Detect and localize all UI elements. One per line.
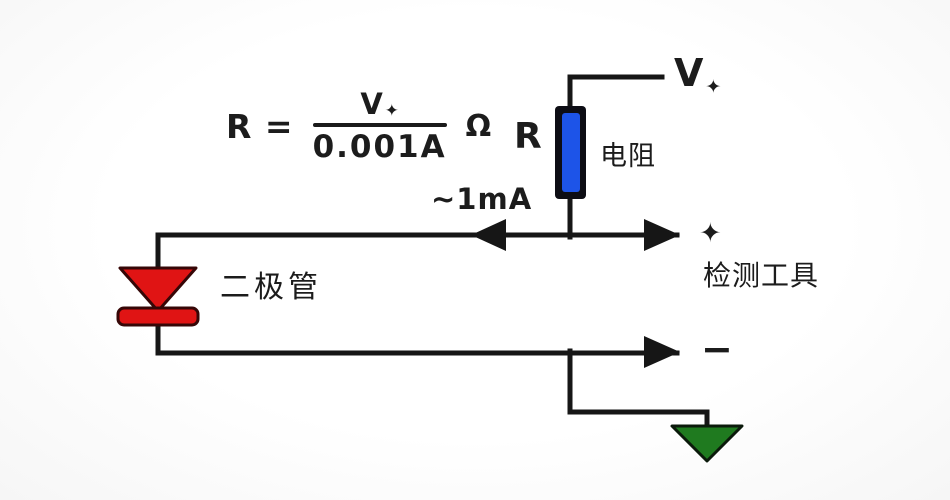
resistor-body-icon xyxy=(562,113,580,192)
formula-lhs: R = xyxy=(226,107,294,146)
ground-branch-wire xyxy=(567,348,710,432)
current-value-label: ~1mA xyxy=(431,182,533,216)
plus-star-icon: ✦ xyxy=(705,75,722,98)
formula-numerator-v: V xyxy=(360,87,383,121)
formula-fraction: V✦ 0.001A xyxy=(306,90,454,163)
resistance-formula: R = V✦ 0.001A Ω xyxy=(226,90,491,163)
resistor-name-label: 电阻 xyxy=(600,141,656,172)
diode-cathode-bar-icon xyxy=(116,306,200,327)
bottom-rail-wire xyxy=(155,315,680,356)
supply-voltage-label: V✦ xyxy=(674,54,721,97)
plus-terminal-arrow-icon xyxy=(644,219,680,251)
ground-triangle-icon xyxy=(670,424,744,463)
plus-star-icon: ✦ xyxy=(384,100,399,121)
supply-wire xyxy=(567,74,665,113)
formula-unit-ohm: Ω xyxy=(465,108,492,144)
plus-terminal-label: ✦ xyxy=(699,218,722,249)
minus-terminal-label: − xyxy=(701,327,733,371)
supply-v: V xyxy=(674,51,704,95)
resistor-symbol-label: R xyxy=(514,116,542,157)
current-arrow-left-icon xyxy=(471,219,506,251)
tester-name-label: 检测工具 xyxy=(703,259,820,292)
top-rail-wire xyxy=(155,232,680,275)
minus-terminal-arrow-icon xyxy=(644,336,680,368)
formula-numerator: V✦ xyxy=(358,90,401,123)
fraction-bar xyxy=(312,123,447,127)
diode-triangle-icon xyxy=(118,266,198,313)
formula-denominator: 0.001A xyxy=(312,129,447,165)
diode-name-label: 二极管 xyxy=(220,270,322,305)
